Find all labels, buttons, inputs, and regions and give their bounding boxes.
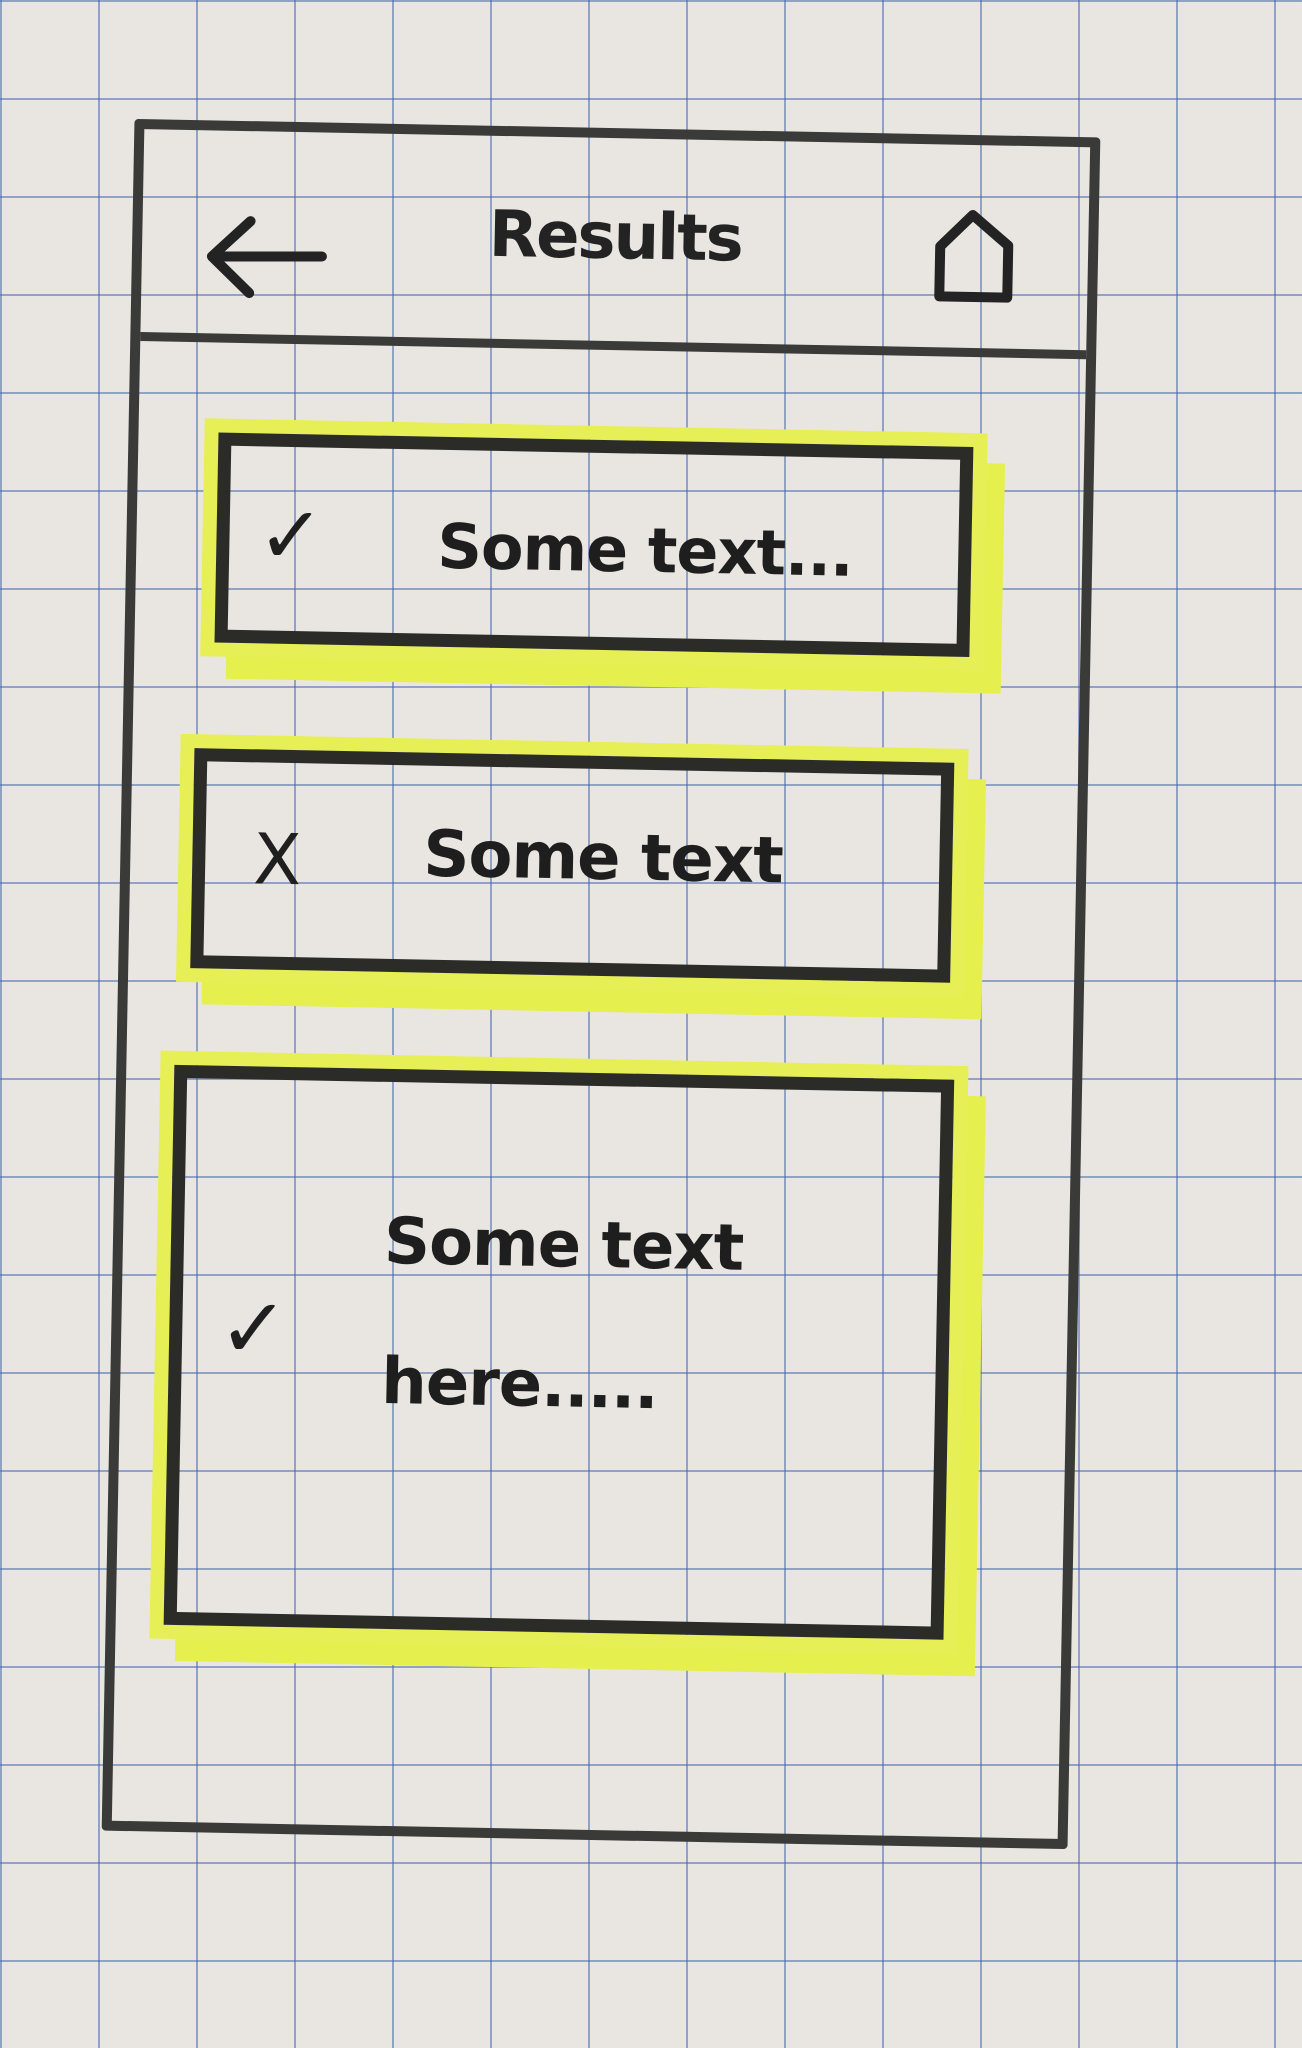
home-icon xyxy=(934,209,1014,303)
result-card[interactable]: ✓ Some text... xyxy=(214,432,974,658)
result-card[interactable]: X Some text xyxy=(190,748,955,983)
result-text: Some text here..... xyxy=(380,1204,744,1425)
arrow-left-icon xyxy=(206,216,327,299)
home-button[interactable] xyxy=(927,204,1019,306)
result-text: Some text xyxy=(422,817,784,899)
result-card[interactable]: ✓ Some text here..... xyxy=(163,1064,955,1640)
result-text: Some text... xyxy=(436,509,854,591)
phone-frame: Results ✓ Some text... X Some text ✓ Som… xyxy=(101,118,1101,1850)
cross-icon: X xyxy=(252,818,303,902)
check-icon: ✓ xyxy=(256,488,326,583)
check-icon: ✓ xyxy=(217,1278,290,1379)
back-button[interactable] xyxy=(201,210,333,302)
app-header: Results xyxy=(140,129,1091,360)
